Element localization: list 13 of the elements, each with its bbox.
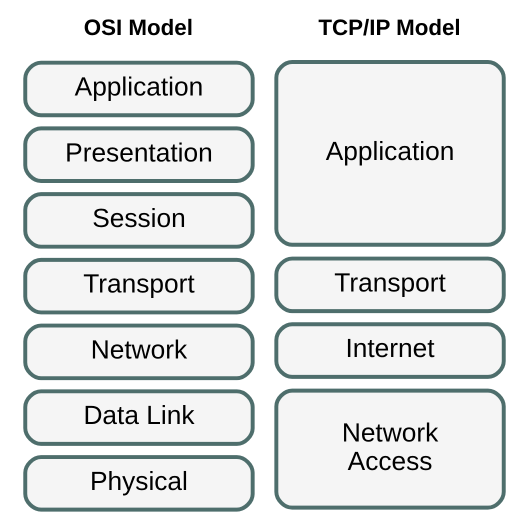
- node-box: Application: [274, 60, 506, 247]
- node-box: Data Link: [23, 389, 255, 446]
- label: OSI Model: [84, 15, 193, 40]
- node-box: Network: [23, 324, 255, 380]
- node-box: Application: [23, 60, 255, 118]
- node-box: Session: [23, 192, 255, 249]
- node-box: Transport: [274, 256, 506, 314]
- node-box: Physical: [23, 455, 255, 512]
- node-box: Presentation: [23, 126, 255, 183]
- label: TCP/IP Model: [318, 15, 461, 40]
- node-box: Transport: [23, 258, 255, 314]
- node-box: Network Access: [274, 388, 506, 510]
- node-box: Internet: [274, 322, 506, 379]
